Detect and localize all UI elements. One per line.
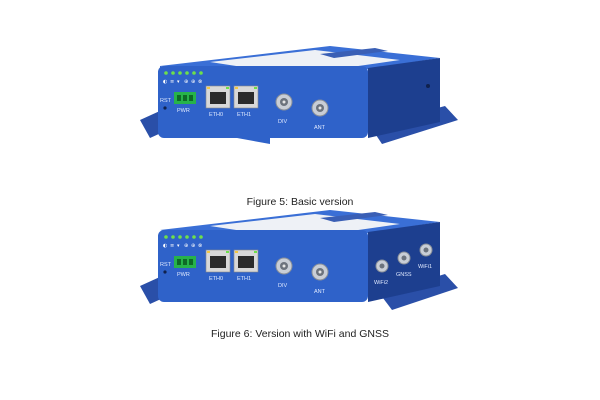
led [178, 71, 182, 75]
led-glyph: ⊕ [191, 243, 195, 249]
led-glyph: ◐ [163, 243, 167, 249]
wifi1-label: WiFi1 [418, 264, 432, 270]
led-glyph: ⊕ [184, 243, 188, 249]
router-front [158, 230, 368, 302]
ant-label: ANT [314, 289, 326, 295]
div-label: DIV [278, 119, 288, 125]
led-glyph: ▾ [177, 79, 180, 85]
led-glyph: ▾ [177, 243, 180, 249]
rst-label: RST [160, 262, 172, 268]
router-image-basic: ◐ ≡ ▾ ⊕ ⊕ ⊗ RST PWR ETH0 ETH1 DIV [140, 46, 458, 144]
led [199, 235, 203, 239]
wifi2-label: WiFi2 [374, 280, 388, 286]
brand-badge [320, 212, 388, 222]
pwr-label: PWR [177, 108, 190, 114]
led [192, 235, 196, 239]
led [192, 71, 196, 75]
eth1-label: ETH1 [237, 112, 251, 118]
eth0-label: ETH0 [209, 112, 223, 118]
led-glyph: ⊕ [191, 79, 195, 85]
led [171, 71, 175, 75]
led-glyph: ≡ [170, 79, 174, 85]
brand-badge [320, 48, 388, 58]
router-front [158, 66, 368, 138]
led [185, 235, 189, 239]
router-image-wifi-gnss: ◐ ≡ ▾ ⊕ ⊕ ⊗ RST PWR ETH0 ETH1 DIV [140, 210, 458, 310]
led-glyph: ◐ [163, 79, 167, 85]
side-hole [426, 84, 430, 88]
led-glyph: ⊗ [198, 79, 202, 85]
status-leds: ◐ ≡ ▾ ⊕ ⊕ ⊗ [163, 71, 203, 85]
eth0-label: ETH0 [209, 276, 223, 282]
figure-caption: Figure 6: Version with WiFi and GNSS [211, 328, 389, 340]
router-side [368, 58, 440, 138]
pwr-label: PWR [177, 272, 190, 278]
figure-caption: Figure 5: Basic version [246, 196, 354, 208]
led [171, 235, 175, 239]
eth1-label: ETH1 [237, 276, 251, 282]
led-glyph: ⊗ [198, 243, 202, 249]
div-label: DIV [278, 283, 288, 289]
rst-label: RST [160, 98, 172, 104]
led [164, 71, 168, 75]
led-glyph: ⊕ [184, 79, 188, 85]
led [164, 235, 168, 239]
led [185, 71, 189, 75]
led [178, 235, 182, 239]
status-leds: ◐ ≡ ▾ ⊕ ⊕ ⊗ [163, 235, 203, 249]
ant-label: ANT [314, 125, 326, 131]
gnss-label: GNSS [396, 272, 412, 278]
reset-button[interactable] [163, 106, 167, 110]
led [199, 71, 203, 75]
led-glyph: ≡ [170, 243, 174, 249]
reset-button[interactable] [163, 270, 167, 274]
